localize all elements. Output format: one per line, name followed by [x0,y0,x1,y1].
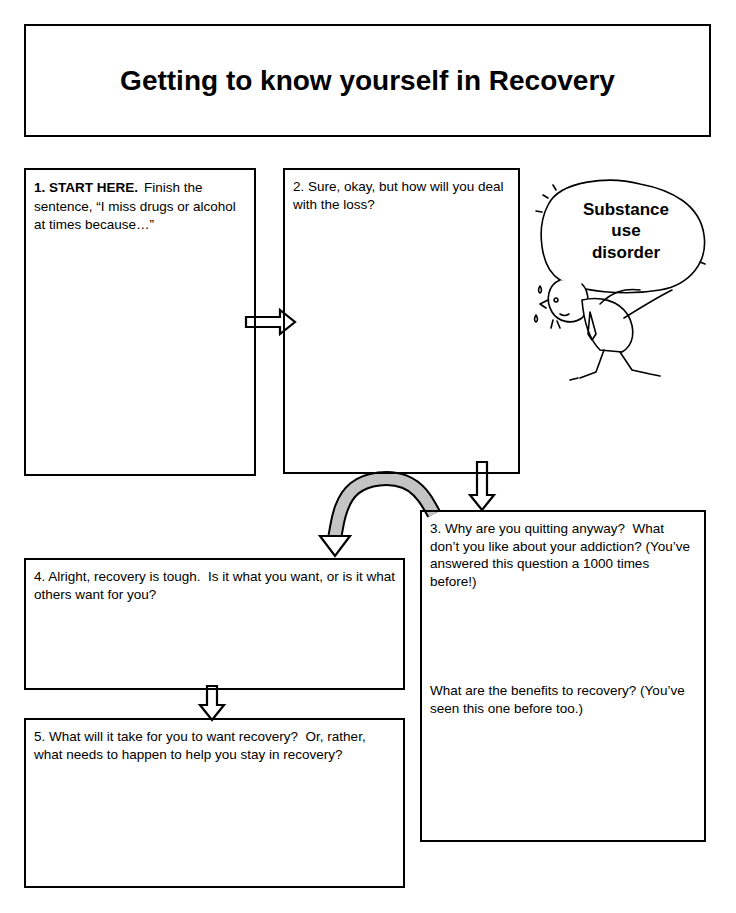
block-arrow [246,310,295,334]
question-box: 1. START HERE.Finish the sentence, “I mi… [24,168,256,476]
question-heading: 5. What will it take for you to want rec… [34,728,395,763]
arrow-head [320,536,350,556]
body [582,299,633,352]
arms [600,290,672,318]
block-arrow [470,462,494,510]
boulder [541,180,704,292]
flow-arrow [470,462,494,510]
question-box: 2. Sure, okay, but how will you deal wit… [283,168,520,474]
face [540,298,569,328]
question-heading: 1. START HERE. [34,180,138,195]
boulder-carrier-figure [535,180,706,380]
title: Getting to know yourself in Recovery [120,65,615,97]
question-heading: 4. Alright, recovery is tough. Is it wha… [34,568,395,603]
boulder-marks [536,185,705,264]
question-box: 5. What will it take for you to want rec… [24,718,405,888]
title-box: Getting to know yourself in Recovery [24,24,711,137]
question-box: 4. Alright, recovery is tough. Is it wha… [24,558,405,690]
legs [570,350,660,380]
block-arrow [200,686,224,720]
tie [588,312,596,340]
flow-arrow [320,479,434,556]
question-heading: 3. Why are you quitting anyway? What don… [430,520,696,590]
flow-arrow [246,310,295,334]
question-text: What are the benefits to recovery? (You’… [430,682,696,717]
illustration-label: Substance use disorder [577,199,675,263]
question-heading: 2. Sure, okay, but how will you deal wit… [293,178,510,213]
flow-arrow [200,686,224,720]
sweat [535,286,542,322]
question-box: 3. Why are you quitting anyway? What don… [420,510,706,842]
